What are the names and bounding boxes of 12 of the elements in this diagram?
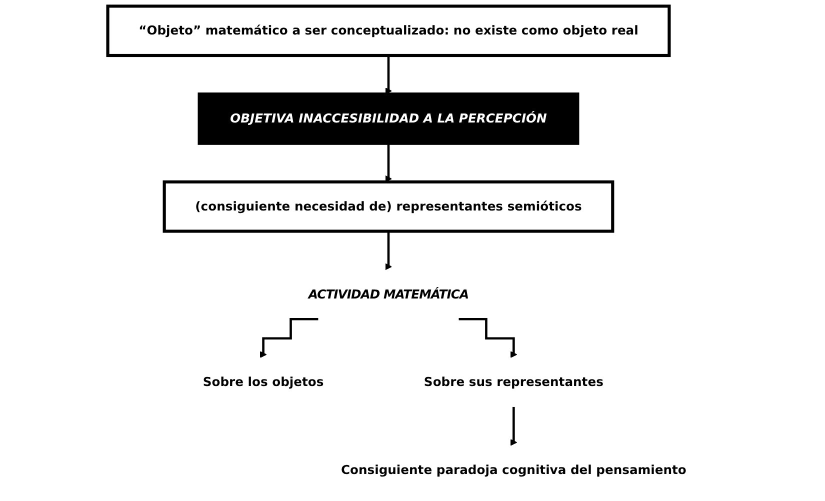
node-text: Sobre los objetos (202, 374, 324, 390)
arrow (458, 318, 518, 358)
node-box: (consiguiente necesidad de) representantes semióticos (162, 180, 614, 233)
node-box: OBJETIVA INACCESIBILIDAD A LA PERCEPCIÓN (198, 92, 580, 145)
node-box: “Objeto” matemático a ser conceptualizado: no existe como objeto real (106, 4, 671, 58)
node-text: ACTIVIDAD MATEMÁTICA (308, 286, 469, 302)
arrow (385, 142, 392, 182)
node-text: Consiguiente paradoja cognitiva del pensamiento (340, 462, 686, 478)
arrow (260, 318, 318, 358)
node-text: Sobre sus representantes (424, 374, 604, 390)
arrow (385, 230, 392, 270)
arrow (510, 406, 518, 446)
